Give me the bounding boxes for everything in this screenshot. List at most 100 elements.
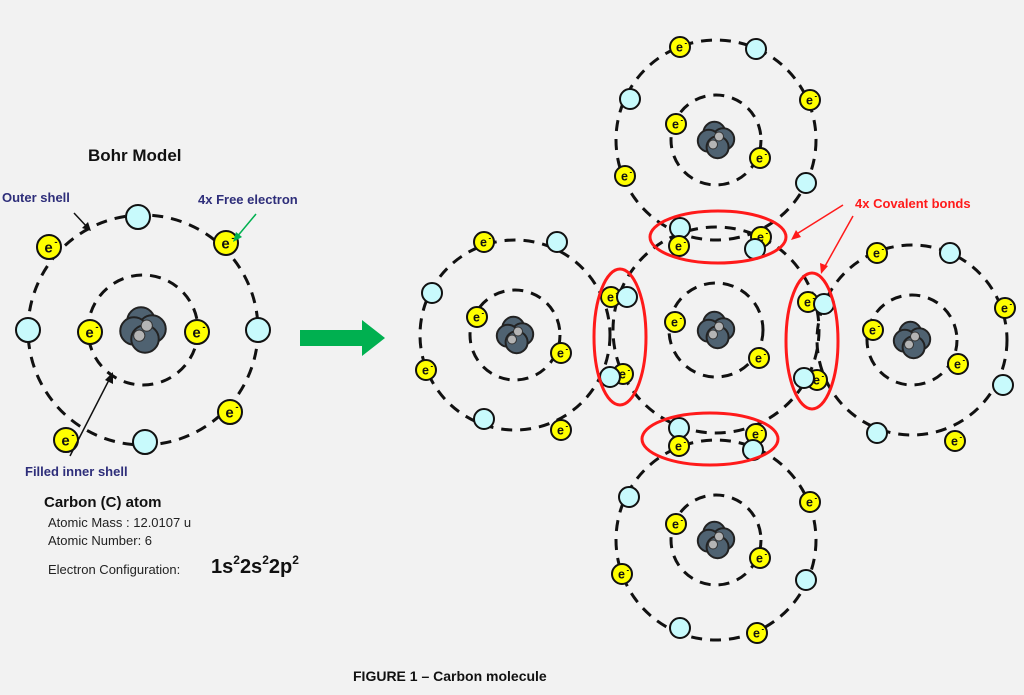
electron-dot [746, 622, 768, 644]
electron-charge: - [231, 233, 234, 244]
electron-symbol: e [954, 358, 961, 372]
nucleus-core [910, 331, 920, 342]
electron-dot [184, 319, 210, 345]
atomic-number: Atomic Number: 6 [48, 533, 153, 548]
outer-shell [614, 38, 818, 242]
electron-charge: - [813, 294, 816, 303]
electron-dot [994, 297, 1016, 319]
electron: e- [664, 311, 686, 333]
electron-charge: - [815, 494, 818, 503]
electron-slot [473, 408, 495, 430]
electron-dot [799, 491, 821, 513]
electron: e- [862, 319, 884, 341]
nucleus-core [708, 539, 718, 550]
covalent-bond-ring [640, 411, 780, 467]
electron-charge: - [684, 238, 687, 247]
electron-dot [415, 359, 437, 381]
electron-charge: - [95, 322, 98, 333]
electron-dot [77, 319, 103, 345]
electron-slot [745, 38, 767, 60]
nucleus [892, 320, 932, 360]
figure-caption: FIGURE 1 – Carbon molecule [353, 668, 547, 684]
electron-slot [669, 217, 691, 239]
free-electron-label: 4x Free electron [198, 192, 298, 207]
nucleus [119, 306, 167, 354]
transition-arrow [300, 320, 385, 356]
electron-charge: - [235, 402, 238, 413]
nucleus-core [140, 319, 153, 332]
electron-charge: - [963, 356, 966, 365]
nucleus [696, 520, 736, 560]
electron-dot [866, 242, 888, 264]
electron-symbol: e [85, 324, 93, 341]
electron-charge: - [627, 566, 630, 575]
bond-pointer [823, 215, 854, 269]
nucleus-core [507, 334, 517, 345]
bond-arrowhead [820, 263, 828, 274]
bohr-model-title: Bohr Model [88, 146, 182, 165]
covalent-bond-ring [648, 209, 788, 265]
electron: e- [473, 231, 495, 253]
electron-slot [618, 486, 640, 508]
electron-symbol: e [806, 496, 813, 510]
electron-charge: - [878, 322, 881, 331]
electron: e- [36, 234, 62, 260]
electron-charge: - [566, 345, 569, 354]
electron-dot [473, 231, 495, 253]
electron-symbol: e [671, 316, 678, 330]
electron: e- [669, 36, 691, 58]
electron: e- [415, 359, 437, 381]
electron-charge: - [681, 116, 684, 125]
electron-charge: - [681, 516, 684, 525]
electron: e- [77, 319, 103, 345]
electron-symbol: e [225, 404, 233, 421]
electron: e- [944, 430, 966, 452]
electron-dot [466, 306, 488, 328]
electron-charge: - [1010, 300, 1013, 309]
electron: e- [668, 235, 690, 257]
covalent-bond-ring [784, 271, 840, 411]
bond-arrowhead [791, 230, 801, 240]
electron-charge: - [765, 150, 768, 159]
nucleus-core [714, 321, 724, 332]
electron-slot [795, 569, 817, 591]
electron: e- [614, 165, 636, 187]
electron-dot [799, 89, 821, 111]
electron-symbol: e [44, 239, 52, 256]
electron-charge: - [882, 245, 885, 254]
electron-dot [664, 311, 686, 333]
electron: e- [866, 242, 888, 264]
covalent-bonds-label: 4x Covalent bonds [855, 196, 971, 211]
inner-shell-arrowhead [105, 372, 113, 384]
nucleus-core [708, 139, 718, 150]
electron-symbol: e [753, 627, 760, 641]
electron-charge: - [764, 350, 767, 359]
electron-dot [944, 430, 966, 452]
electron-slot [795, 172, 817, 194]
electron: e- [749, 547, 771, 569]
electron: e- [749, 147, 771, 169]
electron-slot [132, 429, 158, 455]
electron-slot [992, 374, 1014, 396]
electron-charge: - [630, 168, 633, 177]
electron: e- [799, 89, 821, 111]
electron-config-label: Electron Configuration: [48, 562, 181, 577]
nucleus-core [904, 339, 914, 350]
electron-charge: - [762, 625, 765, 634]
electron-slot [245, 317, 271, 343]
nucleus-core [513, 326, 523, 337]
electron-dot [748, 347, 770, 369]
nucleus [696, 120, 736, 160]
nucleus [495, 315, 535, 355]
nucleus [696, 310, 736, 350]
electron-dot [614, 165, 636, 187]
config-sup: 2 [233, 553, 240, 567]
electron: e- [668, 435, 690, 457]
electron-symbol: e [804, 296, 811, 310]
electron-charge: - [628, 366, 631, 375]
electron-charge: - [765, 550, 768, 559]
inner-shell-label: Filled inner shell [25, 464, 128, 479]
electron: e- [184, 319, 210, 345]
electron-config-value: 1s22s22p2 [211, 553, 299, 579]
electron-symbol: e [619, 368, 626, 382]
